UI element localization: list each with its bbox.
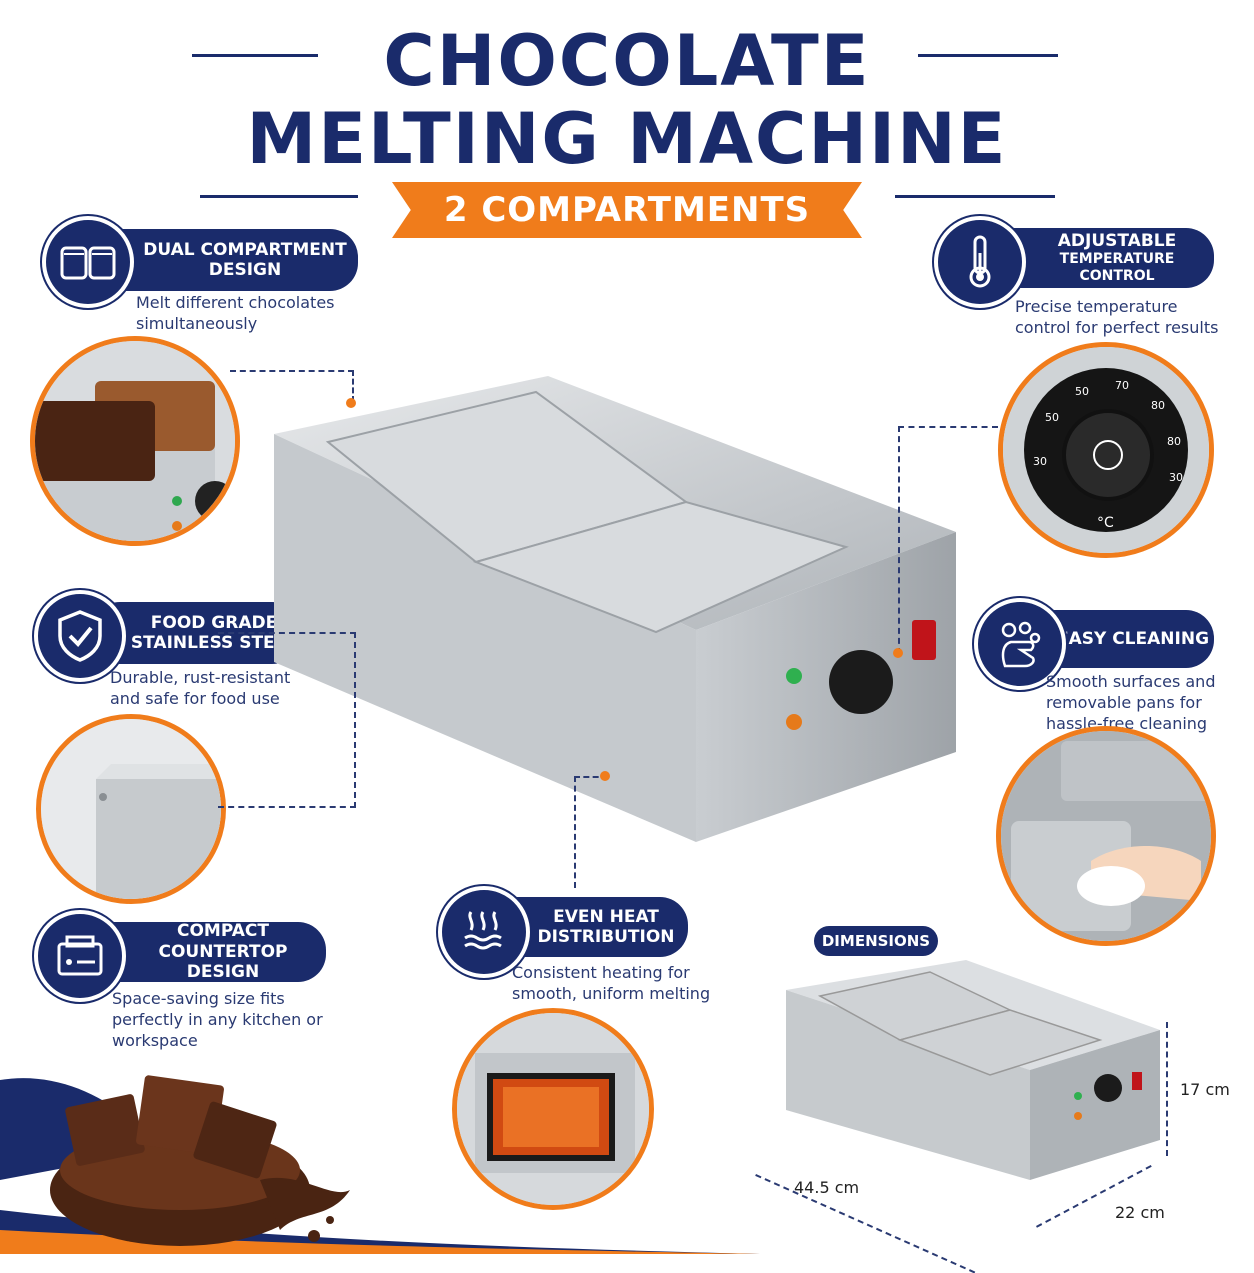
shield-check-icon [34,590,126,682]
dimensions-product-image [786,960,1160,1180]
title-line-1: CHOCOLATE [383,20,871,102]
banner-rule-left [200,195,358,198]
feature-temp-label-sub: TEMPERATURE CONTROL [1059,251,1175,285]
dial-tick-3: 50 [1075,385,1089,398]
countertop-machine-icon [34,910,126,1002]
feature-cleaning-desc: Smooth surfaces and removable pans for h… [1046,672,1216,733]
title-rule-right [918,54,1058,57]
dial-tick-6: 80 [1167,435,1181,448]
heat-waves-icon [438,886,530,978]
feature-compact-desc: Space-saving size fits perfectly in any … [112,989,323,1050]
thermometer-icon [934,216,1026,308]
feature-dual-label: DUAL COMPARTMENT DESIGN [92,229,358,291]
height-arrow [1166,1022,1168,1156]
connector-dot-heat [600,771,610,781]
chocolate-pieces-image [50,1075,350,1246]
dimension-length: 44.5 cm [794,1178,860,1197]
dual-compartment-closeup [30,336,240,546]
dial-tick-7: 30 [1169,471,1183,484]
dial-tick-2: 50 [1045,411,1059,424]
main-product-image [274,376,956,842]
dial-unit: °C [1097,515,1114,531]
banner-rule-right [895,195,1055,198]
compartments-banner: 2 COMPARTMENTS [392,182,862,238]
washing-hand-icon [974,598,1066,690]
dial-tick-1: 30 [1033,455,1047,468]
connector-steel [218,632,356,808]
feature-dual-desc: Melt different chocolates simultaneously [136,293,335,333]
dimension-height: 17 cm [1180,1080,1230,1099]
feature-compact-label: COMPACT COUNTERTOP DESIGN [86,921,326,982]
cleaning-closeup [996,726,1216,946]
connector-dual [230,370,354,402]
title-rule-left [192,54,318,57]
dial-tick-4: 70 [1115,379,1129,392]
dimension-width: 22 cm [1115,1203,1165,1222]
feature-temp-desc: Precise temperature control for perfect … [1015,297,1219,337]
heat-distribution-closeup [452,1008,654,1210]
connector-dot-temp [893,648,903,658]
feature-steel-desc: Durable, rust-resistant and safe for foo… [110,668,291,708]
connector-heat [574,776,608,888]
feature-heat-desc: Consistent heating for smooth, uniform m… [512,963,711,1003]
steel-corner-closeup [36,714,226,904]
dimensions-label: DIMENSIONS [814,926,938,956]
title-line-2: MELTING MACHINE [246,98,1008,180]
dial-tick-5: 80 [1151,399,1165,412]
connector-temp [898,426,998,654]
feature-temp-label-main: ADJUSTABLE [1057,231,1177,251]
feature-steel-label: FOOD GRADE STAINLESS STEEL [92,602,300,664]
jars-icon [42,216,134,308]
connector-dot-dual [346,398,356,408]
temperature-dial-closeup: 30 50 50 70 80 80 30 °C [998,342,1214,558]
